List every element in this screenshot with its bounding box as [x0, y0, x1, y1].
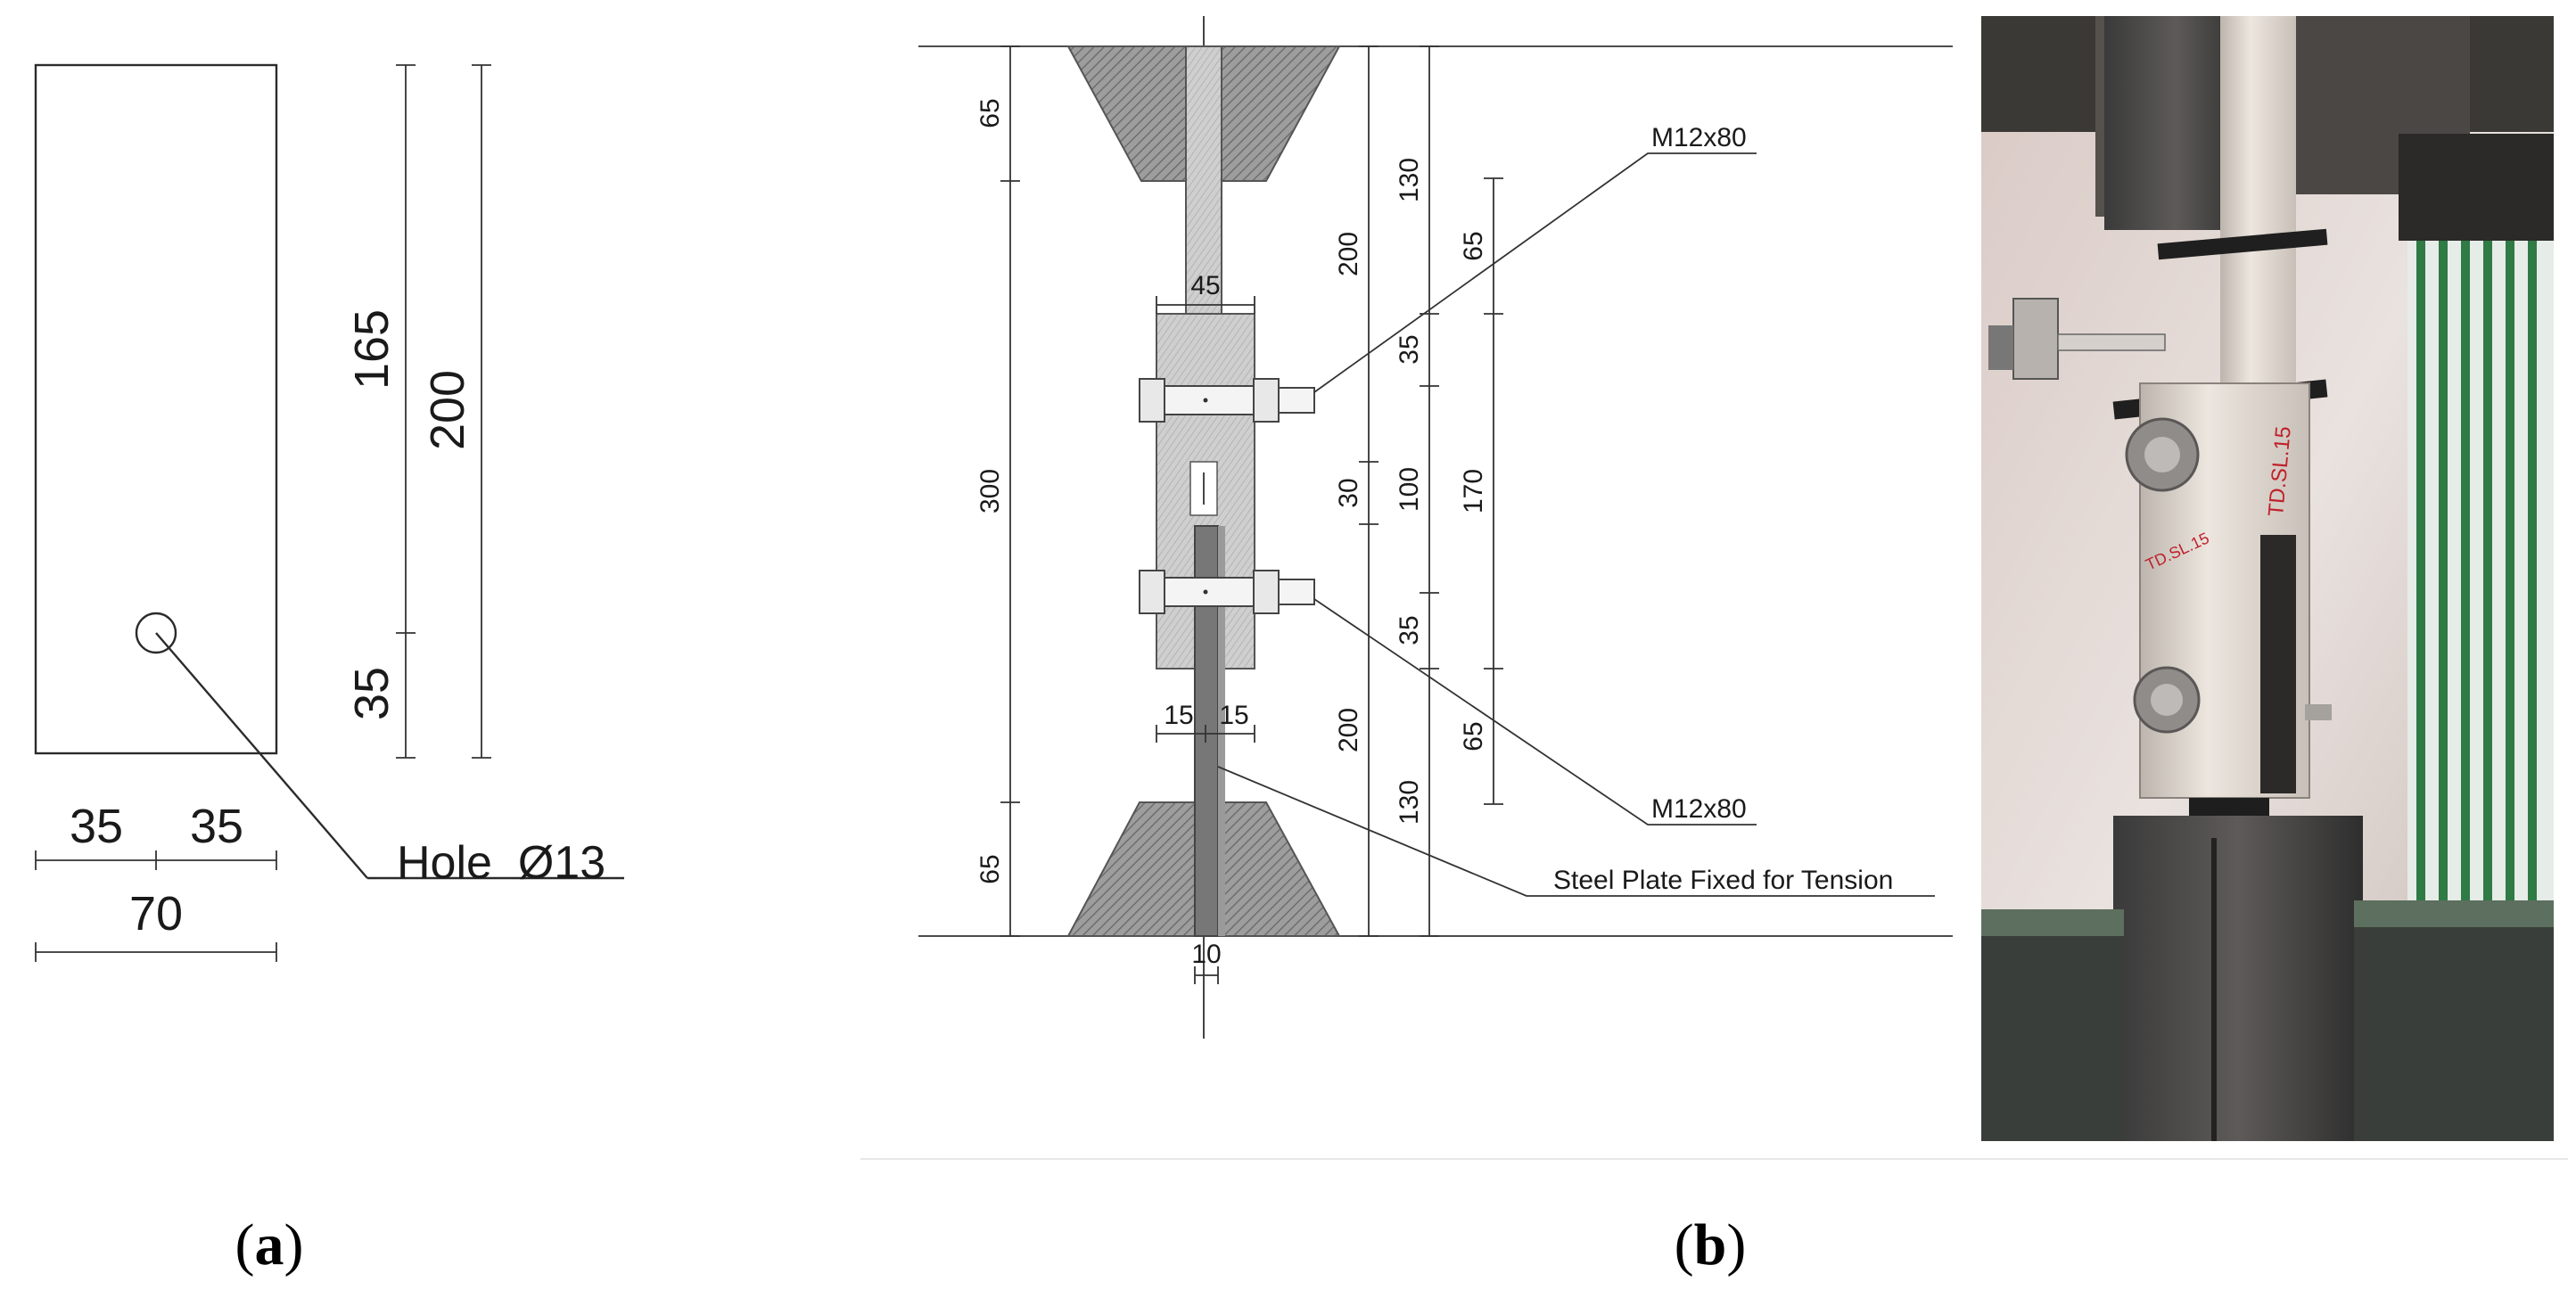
dim-label-300: 300 [975, 469, 1005, 513]
dim-label-grip-bottom-65: 65 [975, 854, 1005, 883]
dim-label-upper-35: 35 [1395, 334, 1424, 364]
dim-label-35-vertical: 35 [345, 667, 399, 720]
upper-bolt [1139, 378, 1315, 423]
panel-a-drawing [34, 63, 624, 962]
dim-label-lower-35: 35 [1395, 615, 1424, 645]
test-setup-photo: TD.SL.15 TD.SL.15 [1981, 16, 2554, 1141]
dim-label-upper-200: 200 [1334, 232, 1363, 276]
bolt-leader-top [1313, 152, 1757, 393]
bolt-label-top: M12x80 [1651, 123, 1747, 152]
dim-label-100: 100 [1395, 467, 1424, 512]
hole-leader-line [155, 632, 368, 879]
dim-label-15-right: 15 [1219, 701, 1248, 730]
caption-a: (a) [235, 1212, 304, 1277]
bolt-hole [135, 612, 177, 654]
plate-leader [1217, 766, 1935, 897]
dim-label-30: 30 [1334, 478, 1363, 507]
panel-b-drawing [860, 16, 2568, 1160]
hole-label: Hole Ø13 [397, 837, 605, 889]
dim-label-70: 70 [129, 887, 183, 941]
dim-label-upper-65: 65 [1459, 231, 1488, 260]
specimen-outline [34, 63, 278, 755]
dim-label-upper-130: 130 [1395, 158, 1424, 202]
dim-label-165: 165 [345, 309, 399, 390]
dim-label-10: 10 [1191, 940, 1221, 969]
bolt-label-bottom: M12x80 [1651, 794, 1747, 824]
caption-b: (b) [1675, 1212, 1747, 1277]
dim-label-200: 200 [421, 370, 474, 450]
dim-label-35-left: 35 [70, 800, 123, 853]
lower-bolt [1139, 570, 1315, 614]
dim-label-lower-200: 200 [1334, 708, 1363, 752]
bolt-leader-bottom [1313, 598, 1757, 826]
dim-label-lower-65: 65 [1459, 721, 1488, 751]
timber-specimen [2220, 16, 2296, 399]
timber-specimen-upper [1185, 45, 1222, 315]
extensometer [2012, 298, 2059, 380]
dim-label-170: 170 [1459, 469, 1488, 513]
green-rack [2407, 223, 2554, 954]
dim-label-35-right: 35 [190, 800, 243, 853]
steel-plate-shadow [1218, 526, 1225, 936]
dim-label-grip-top-65: 65 [975, 98, 1005, 127]
dim-label-lower-130: 130 [1395, 780, 1424, 825]
dim-label-15-left: 15 [1164, 701, 1193, 730]
plate-label: Steel Plate Fixed for Tension [1553, 866, 1893, 895]
dim-label-45: 45 [1190, 271, 1220, 300]
